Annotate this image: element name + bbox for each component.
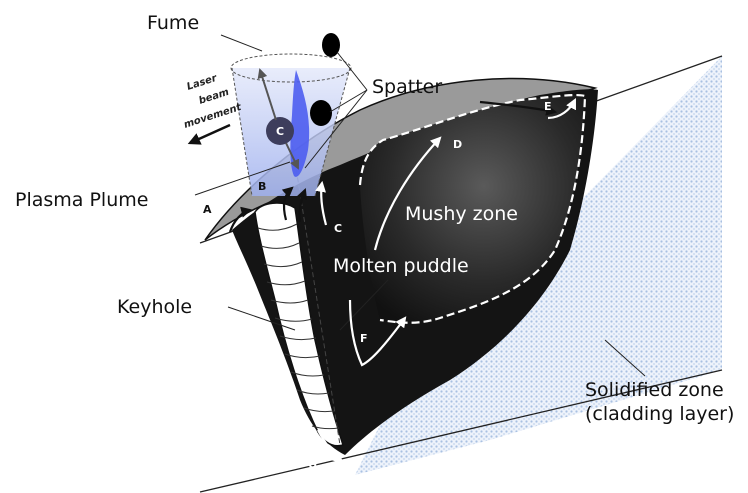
label-mushy-zone: Mushy zone [405,203,518,225]
marker-d: D [453,138,462,151]
spatter-droplet-mid [310,100,332,126]
marker-plume-c: C [276,125,284,138]
marker-c: C [334,222,342,235]
label-laser-line3: movement [183,102,244,131]
label-laser-line2: beam [198,87,231,107]
label-molten-puddle: Molten puddle [333,255,469,277]
label-plasma-plume: Plasma Plume [15,189,148,211]
label-spatter: Spatter [372,76,442,98]
marker-a: A [203,203,212,216]
laser-movement-arrow [190,125,230,143]
marker-f: F [360,332,368,345]
label-solidified-line1: Solidified zone [585,379,724,401]
marker-b: B [258,180,266,193]
label-fume: Fume [147,12,199,34]
marker-e: E [544,100,552,113]
spatter-droplet-top [322,33,340,57]
marker-g: G [308,458,317,471]
label-keyhole: Keyhole [117,296,192,318]
label-solidified-line2: (cladding layer) [585,403,734,425]
label-laser-line1: Laser [186,73,220,93]
